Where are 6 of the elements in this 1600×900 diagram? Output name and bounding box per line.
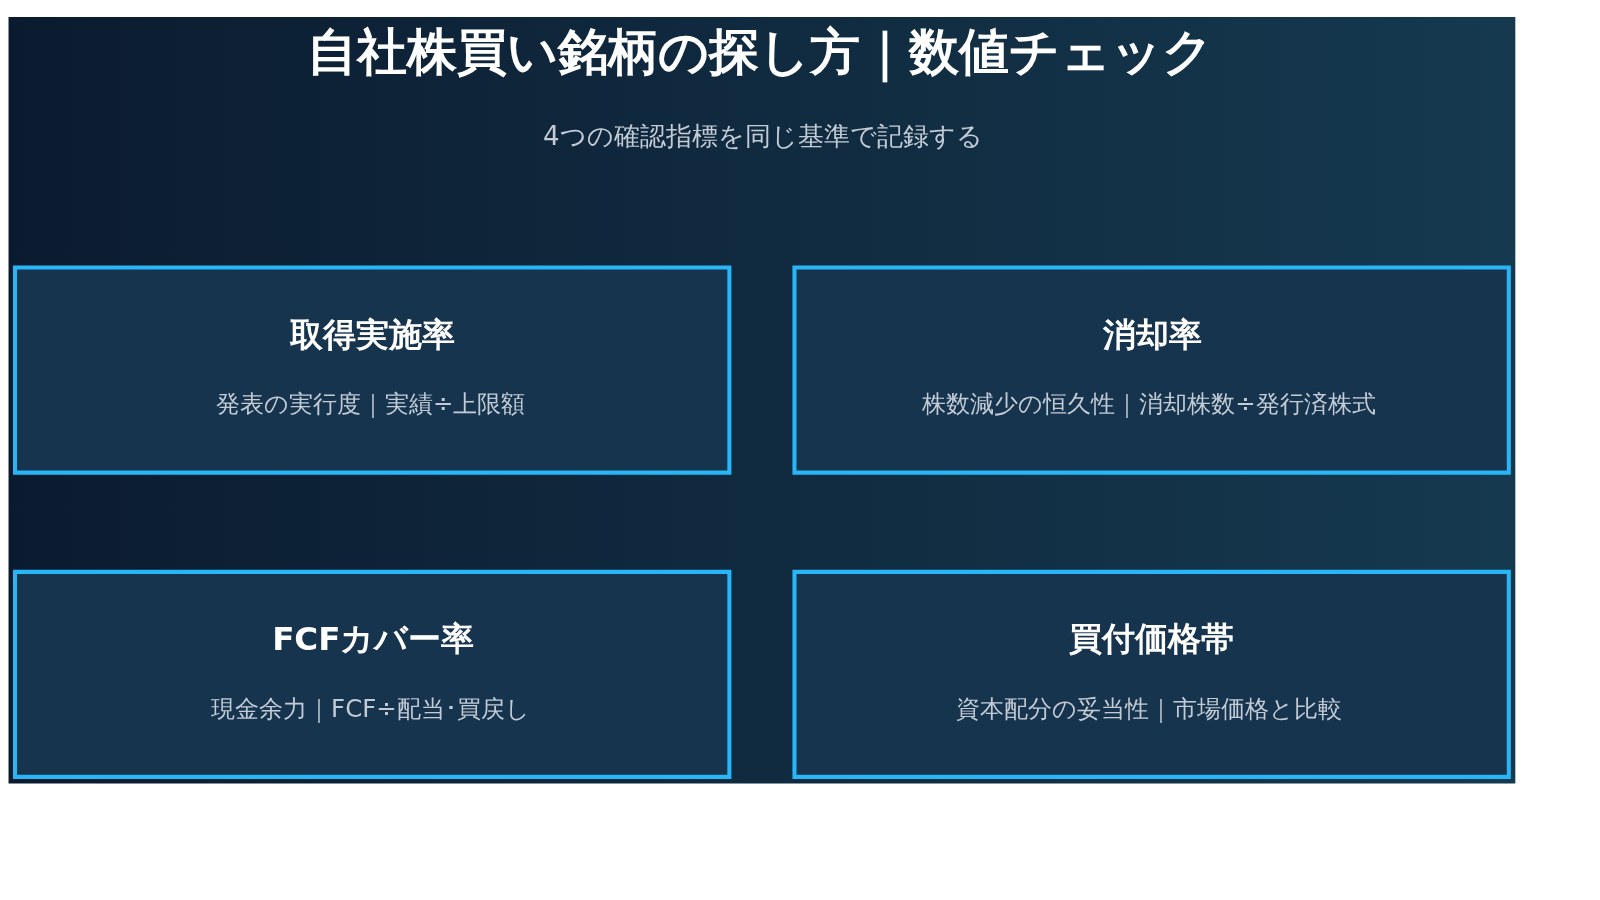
label: 4つの確認指標を同じ基準で記録する [543, 121, 983, 152]
node-box: 取得実施率 発表の実行度｜実績÷上限額 [13, 265, 732, 475]
node-box: FCFカバー率 現金余力｜FCF÷配当･買戻し [13, 569, 732, 779]
node-box: 買付価格帯 資本配分の妥当性｜市場価格と比較 [792, 569, 1511, 779]
diagram-title: 自社株買い銘柄の探し方｜数値チェック [307, 21, 1214, 81]
node-box: 消却率 株数減少の恒久性｜消却株数÷発行済株式 [792, 265, 1511, 475]
